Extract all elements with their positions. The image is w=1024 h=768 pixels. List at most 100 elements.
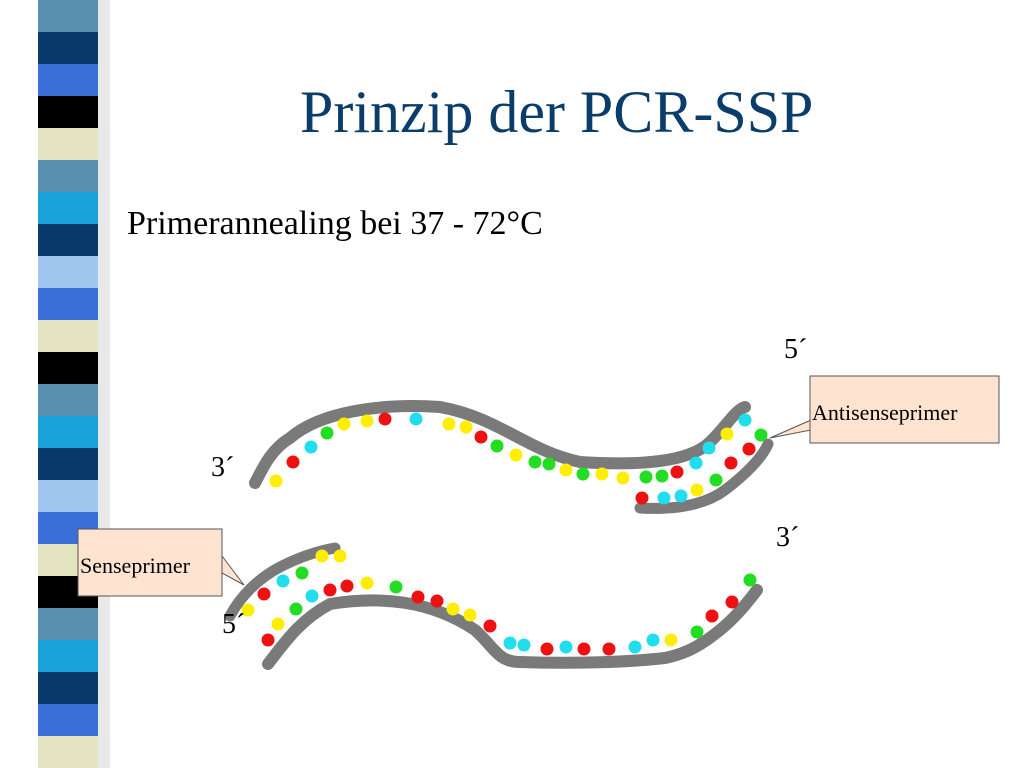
lower-strand: [262, 584, 763, 670]
nucleotide-dot: [289, 602, 303, 616]
stripe-band: [38, 448, 98, 481]
nucleotide-dot: [340, 579, 354, 593]
antisense-primer-strand: [634, 438, 774, 514]
nucleotide-dot: [742, 442, 756, 456]
decorative-stripe: [0, 0, 115, 768]
nucleotide-dot: [664, 633, 678, 647]
upper-left-end-label: 3´: [211, 452, 234, 483]
nucleotide-dot: [690, 625, 704, 639]
stripe-band: [38, 704, 98, 737]
stripe-band: [38, 96, 98, 129]
nucleotide-dot: [483, 619, 497, 633]
nucleotide-dot: [517, 638, 531, 652]
nucleotide-dot: [577, 642, 591, 656]
stripe-band: [38, 0, 98, 33]
nucleotide-dot: [635, 491, 649, 505]
nucleotide-dot: [286, 455, 300, 469]
nucleotide-dot: [241, 603, 255, 617]
nucleotide-dot: [616, 471, 630, 485]
nucleotide-dot: [540, 642, 554, 656]
nucleotide-dot: [261, 633, 275, 647]
stripe-band: [38, 608, 98, 641]
slide-subtitle: Primerannealing bei 37 - 72°C: [127, 205, 543, 242]
upper-right-end-label: 5´: [784, 334, 807, 365]
nucleotide-dot: [378, 412, 392, 426]
nucleotide-dot: [509, 448, 523, 462]
nucleotide-dot: [304, 440, 318, 454]
stripe-band: [38, 416, 98, 449]
nucleotide-dot: [655, 469, 669, 483]
stripe-band: [38, 192, 98, 225]
nucleotide-dot: [595, 467, 609, 481]
nucleotide-dot: [446, 602, 460, 616]
stripe-band: [38, 640, 98, 673]
stripe-band: [38, 128, 98, 161]
nucleotide-dot: [725, 595, 739, 609]
nucleotide-dot: [389, 580, 403, 594]
nucleotide-dot: [628, 640, 642, 654]
nucleotide-bases: [241, 412, 768, 656]
stripe-band: [38, 672, 98, 705]
nucleotide-dot: [442, 417, 456, 431]
nucleotide-dot: [705, 609, 719, 623]
nucleotide-dot: [474, 430, 488, 444]
stripe-band: [38, 480, 98, 513]
nucleotide-dot: [559, 640, 573, 654]
nucleotide-dot: [724, 456, 738, 470]
nucleotide-dot: [690, 483, 704, 497]
nucleotide-dot: [754, 428, 768, 442]
nucleotide-dot: [409, 412, 423, 426]
nucleotide-dot: [360, 576, 374, 590]
lower-left-end-label: 5´: [222, 609, 245, 640]
nucleotide-dot: [639, 470, 653, 484]
nucleotide-dot: [276, 574, 290, 588]
nucleotide-dot: [360, 414, 374, 428]
sense-callout-label: Senseprimer: [80, 553, 191, 578]
nucleotide-dot: [271, 617, 285, 631]
stripe-band: [38, 64, 98, 97]
nucleotide-dot: [295, 566, 309, 580]
nucleotide-dot: [315, 549, 329, 563]
stripe-band: [38, 384, 98, 417]
nucleotide-dot: [670, 465, 684, 479]
stripe-band: [38, 288, 98, 321]
nucleotide-dot: [576, 467, 590, 481]
stripe-band: [38, 256, 98, 289]
nucleotide-dot: [657, 491, 671, 505]
stripe-band: [38, 32, 98, 65]
nucleotide-dot: [323, 583, 337, 597]
nucleotide-dot: [269, 474, 283, 488]
nucleotide-dot: [689, 456, 703, 470]
sense-callout: Senseprimer: [77, 528, 245, 597]
nucleotide-dot: [528, 455, 542, 469]
nucleotide-dot: [430, 594, 444, 608]
nucleotide-dot: [463, 608, 477, 622]
stripe-band: [38, 736, 98, 768]
nucleotide-dot: [738, 413, 752, 427]
nucleotide-dot: [305, 589, 319, 603]
nucleotide-dot: [646, 633, 660, 647]
nucleotide-dot: [320, 426, 334, 440]
stripe-band: [38, 224, 98, 257]
antisense-callout: Antisenseprimer: [769, 375, 1000, 444]
nucleotide-dot: [503, 636, 517, 650]
lower-right-end-label: 3´: [776, 522, 799, 553]
nucleotide-dot: [257, 587, 271, 601]
nucleotide-dot: [490, 439, 504, 453]
nucleotide-dot: [720, 427, 734, 441]
nucleotide-dot: [459, 420, 473, 434]
stripe-band: [38, 320, 98, 353]
nucleotide-dot: [542, 457, 556, 471]
nucleotide-dot: [674, 489, 688, 503]
stripe-band: [38, 160, 98, 193]
nucleotide-dot: [702, 441, 716, 455]
nucleotide-dot: [602, 642, 616, 656]
nucleotide-dot: [743, 573, 757, 587]
slide-title: Prinzip der PCR-SSP: [300, 79, 814, 145]
nucleotide-dot: [559, 463, 573, 477]
stripe-band: [38, 352, 98, 385]
nucleotide-dot: [337, 417, 351, 431]
nucleotide-dot: [709, 473, 723, 487]
antisense-callout-label: Antisenseprimer: [812, 400, 958, 425]
